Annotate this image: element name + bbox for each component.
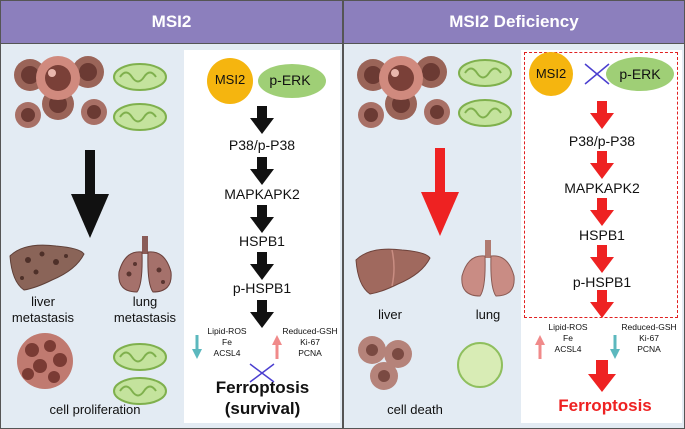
cell-proliferation-label: cell proliferation [49,402,141,417]
msi2-node: MSI2 [535,66,567,81]
pathway-arrow [590,101,614,129]
pathway-arrow [588,360,616,392]
mitochondrion-icon [113,103,167,131]
msi2-node: MSI2 [214,72,246,87]
increase-arrow-icon [535,335,545,359]
left-title: MSI2 [151,12,192,31]
msi2-perk-complex [529,52,674,96]
decreased-markers: Lipid-ROS Fe ACSL4 [207,326,247,358]
cell-death-label: cell death [387,402,443,417]
pathway-step-mapkapk2: MAPKAPK2 [224,186,300,202]
lung-label: lung [475,307,501,322]
pathway-step-p38: P38/p-P38 [228,137,296,153]
ferroptosis-outcome: Ferroptosis [215,378,310,397]
dying-cells-icon [358,336,412,390]
increased-markers: Reduced-GSH Ki-67 PCNA [282,326,338,358]
pathway-arrow [250,106,274,134]
survival-outcome: (survival) [224,399,301,418]
pathway-arrow [250,157,274,185]
mitochondrion-icon [113,343,167,371]
increase-arrow-icon [272,335,282,359]
perk-node: p-ERK [269,72,311,88]
lung-metastasis-label: lung metastasis [113,294,177,325]
increased-markers: Lipid-ROS Fe ACSL4 [548,322,588,354]
swollen-mitochondrion-icon [457,342,503,388]
right-title: MSI2 Deficiency [449,12,579,31]
pathway-arrow [590,290,614,318]
pathway-step-p-hspb1: p-HSPB1 [572,274,632,290]
pathway-arrow [250,300,274,328]
mitochondrion-icon [113,63,167,91]
pathway-step-p-hspb1: p-HSPB1 [232,280,292,296]
liver-label: liver [378,307,402,322]
decrease-arrow-icon [610,335,620,359]
pathway-step-mapkapk2: MAPKAPK2 [564,180,640,196]
pathway-arrow [250,205,274,233]
metastatic-liver-icon [9,244,85,291]
progression-arrow [71,150,109,238]
inhibition-x-icon [249,363,275,383]
decrease-arrow-icon [192,335,202,359]
ferroptosis-outcome: Ferroptosis [558,396,652,415]
pathway-arrow [590,151,614,179]
liver-metastasis-label: liver metastasis [11,294,75,325]
mitochondrion-icon [113,377,167,405]
tumor-cluster-icon [357,56,450,128]
msi2-perk-complex [207,58,326,104]
proliferating-cells-icon [17,333,73,389]
mitochondrion-icon [458,99,512,127]
decreased-markers: Reduced-GSH Ki-67 PCNA [621,322,677,354]
pathway-arrow [250,252,274,280]
mitochondrion-icon [458,59,512,87]
metastatic-lung-icon [118,236,172,293]
regression-arrow [421,148,459,236]
pathway-step-hspb1: HSPB1 [579,227,625,243]
left-header: MSI2 [0,0,343,44]
pathway-step-p38: P38/p-P38 [568,133,636,149]
liver-icon [355,248,431,295]
pathway-step-hspb1: HSPB1 [239,233,285,249]
pathway-arrow [590,198,614,226]
deficiency-pathway-frame [524,52,678,318]
perk-node: p-ERK [619,66,661,82]
pathway-arrow [590,245,614,273]
lung-icon [461,240,515,297]
